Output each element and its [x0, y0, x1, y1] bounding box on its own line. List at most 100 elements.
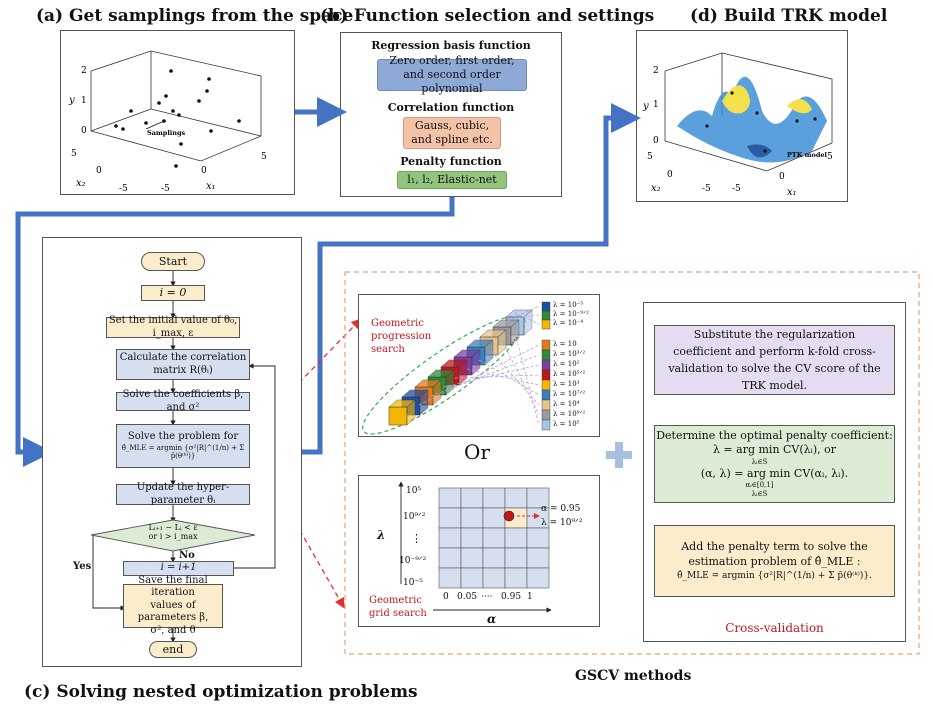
a-ytick: 1: [81, 96, 87, 106]
a-axis-x1: x₁: [206, 181, 216, 192]
lambda-swatch: [541, 399, 551, 411]
a-x2tick: 5: [71, 149, 77, 159]
grid-cell: [438, 487, 462, 509]
lambda-label: λ = 10⁷ᐟ²: [553, 390, 586, 398]
grid-xtick: 0.95: [501, 592, 522, 602]
start-terminal: Start: [141, 252, 205, 271]
lambda-label: λ = 10³: [553, 380, 580, 388]
solve-problem-line1: Solve the problem for: [127, 431, 239, 442]
a-x1tick: -5: [161, 184, 170, 194]
solve-problem-box: Solve the problem for θ̂_MLE = argmin {σ…: [116, 424, 250, 468]
penalty-box: l₁, l₂, Elastic-net: [397, 171, 507, 189]
annot-lambda: λ = 10⁹ᐟ²: [541, 518, 583, 528]
grid-cell: [482, 507, 506, 529]
save-line1: Save the final iteration: [138, 574, 208, 599]
grid-cell: [460, 507, 484, 529]
lambda-swatch: [541, 379, 551, 391]
cube-side: [471, 349, 481, 376]
cv-box-1: Substitute the regularization coefficien…: [654, 325, 895, 395]
lambda-swatch: [541, 409, 551, 421]
decision-line2: or i > i_max: [148, 531, 198, 541]
lambda-axis-label: λ: [377, 528, 386, 542]
panel-c: Start i = 0 Set the initial value of θ₀,…: [42, 237, 302, 667]
a-x2tick: 0: [96, 166, 102, 176]
grid-xtick: ····: [481, 592, 493, 602]
panel-d: PTK model 2 1 0 y 5 0 -5 x₂ -5 0 5 x₁: [636, 30, 848, 202]
gp-label-line1: Geometric: [371, 318, 424, 329]
a-ytick: 0: [81, 126, 87, 136]
no-label: No: [179, 550, 195, 561]
grid-cell: [504, 567, 528, 589]
d-axis-x1: x₁: [787, 187, 797, 198]
gs-label-line2: grid search: [369, 608, 427, 619]
leader-line: [514, 332, 540, 426]
d-x2tick: -5: [702, 184, 711, 194]
cv3-line3: θ̂_MLE = argmin {σ²|R|^(1/n) + Σ p̃(θ⁽ᵏ⁾…: [677, 571, 872, 582]
correlation-heading: Correlation function: [387, 101, 515, 114]
regression-box: Zero order, first order, and second orde…: [377, 54, 527, 95]
grid-cell: [482, 487, 506, 509]
grid-cell: [460, 527, 484, 549]
lambda-label: λ = 10⁹ᐟ²: [553, 410, 586, 418]
flowchart-lines: [90, 271, 276, 643]
decision-line1: Lᵢ₊₁ − Lᵢ < ε: [148, 523, 198, 532]
lambda-label: λ = 10⁵: [553, 420, 580, 428]
lambda-swatch: [541, 389, 551, 401]
trk-surface-plot: PTK model 2 1 0 y 5 0 -5 x₂ -5 0 5 x₁: [642, 52, 833, 198]
lambda-swatch: [541, 301, 551, 312]
ptk-model-label: PTK model: [787, 151, 828, 159]
d-ytick: 0: [653, 136, 659, 146]
cross-validation-label: Cross-validation: [725, 621, 824, 635]
alpha-axis-label: α: [487, 612, 497, 626]
leader-line: [514, 312, 540, 325]
d-axis-y: y: [642, 101, 649, 112]
lambda-label: λ = 10⁻⁵: [553, 301, 584, 309]
grid-ytick: ⋮: [411, 532, 422, 545]
grid-ytick: 10⁹ᐟ²: [403, 512, 426, 522]
d-axis-x2: x₂: [651, 183, 661, 194]
cv-box-3: Add the penalty term to solve the estima…: [654, 525, 895, 597]
a-x1tick: 0: [201, 166, 207, 176]
update-box: Update the hyper-parameter θᵢ: [116, 482, 250, 506]
grid-cell: [504, 547, 528, 569]
yes-label: Yes: [73, 561, 92, 572]
cv2-sub2: λᵢ∈S: [751, 457, 768, 466]
gs-label-line1: Geometric: [369, 595, 422, 606]
grid-xtick: 0.05: [457, 592, 478, 602]
lambda-swatch: [541, 359, 551, 371]
lambda-label: λ = 10⁴: [553, 400, 580, 408]
geometric-progression-label: Geometric progression search: [371, 317, 431, 356]
grid-cell: [460, 547, 484, 569]
grid-cell: [482, 567, 506, 589]
d-ytick: 1: [653, 100, 659, 110]
save-line3: σ², and θ: [150, 624, 196, 636]
grid-ytick: 10⁵: [406, 486, 422, 496]
cv3-line1: Add the penalty term to solve the: [681, 539, 868, 553]
grid-cell: [460, 567, 484, 589]
grid-cell: [438, 547, 462, 569]
lambda-label: λ = 10³ᐟ²: [553, 350, 586, 358]
cross-validation-panel: Substitute the regularization coefficien…: [643, 302, 906, 642]
save-line2: values of parameters β,: [137, 599, 209, 624]
plus-icon: [606, 442, 632, 468]
cube-side: [523, 309, 533, 336]
grid-cell: [482, 527, 506, 549]
grid-cell: [526, 527, 550, 549]
leader-line: [418, 344, 540, 406]
grid-cell: [460, 487, 484, 509]
annot-alpha: α = 0.95: [541, 504, 581, 514]
correlation-box: Gauss, cubic, and spline etc.: [403, 117, 501, 149]
leader-line: [498, 305, 540, 326]
grid-cell: [526, 547, 550, 569]
leader-line: [454, 374, 540, 379]
lambda-label: λ = 10: [553, 340, 577, 348]
lambda-label: λ = 10⁻⁹ᐟ²: [553, 310, 589, 318]
lambda-swatch: [541, 349, 551, 361]
cv2-line3: (α, λ) = arg min CV(αᵢ, λᵢ).: [700, 466, 849, 480]
cv3-line2: estimation problem of θ̂_MLE :: [688, 555, 861, 569]
end-terminal: end: [149, 641, 197, 658]
cube-leader-lines: [418, 305, 540, 426]
panel-a: Samplings 2 1 0 y 5 0 -5 x₂ -5 0 5 x₁: [60, 30, 295, 195]
